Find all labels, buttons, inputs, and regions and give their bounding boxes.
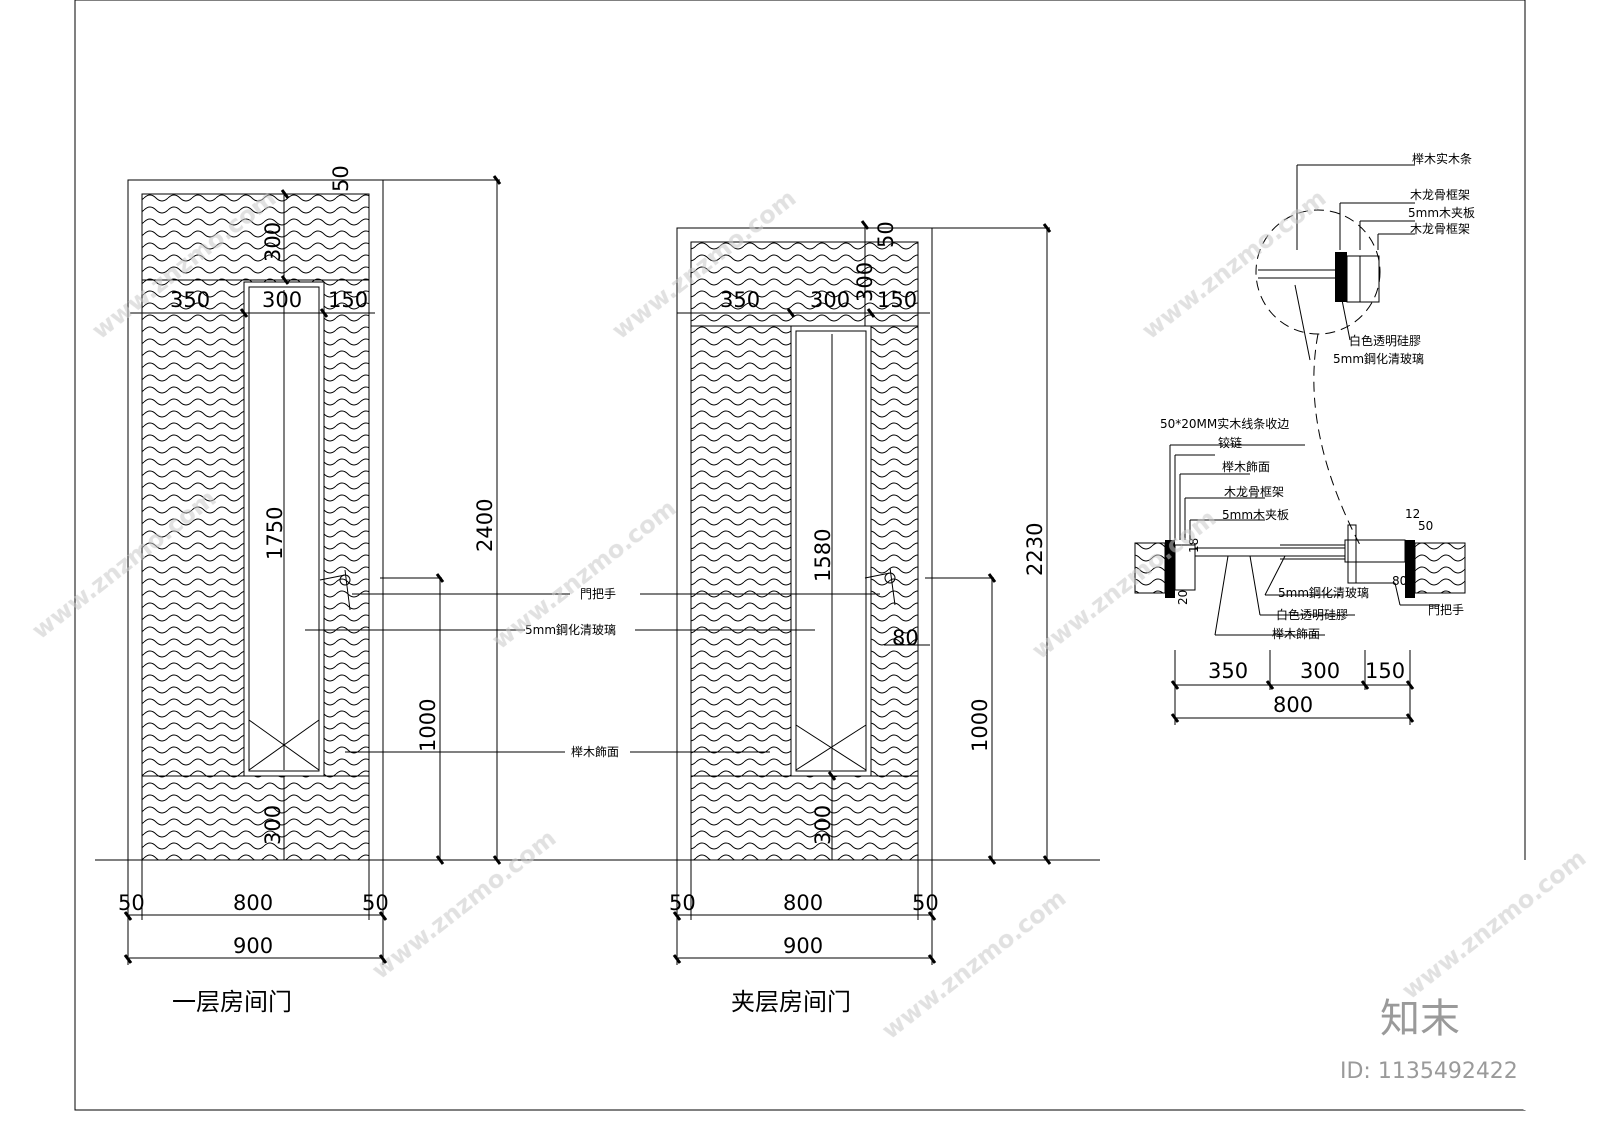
section-veneer2-label: 榉木飾面 [1272,627,1320,641]
section-dim-50: 50 [1418,519,1433,533]
detail-keel-1: 木龙骨框架 [1410,188,1470,202]
shared-leaders [305,593,880,753]
d1-left50-dim: 50 [118,891,145,915]
detail-callout [1255,164,1415,546]
d2-glass-height-dim: 1580 [811,529,835,582]
brand-watermark: 知末 [1380,996,1460,1042]
d1-top-dim: 50 [329,165,353,192]
d1-w900-dim: 900 [233,934,273,958]
d1-panel-top-dim: 300 [261,222,285,262]
d1-w150-dim: 150 [328,288,368,312]
door-1-title: 一层房间门 [172,988,292,1016]
detail-plywood: 5mm木夹板 [1408,206,1475,220]
door-section [1134,444,1466,725]
d2-w150-dim: 150 [877,288,917,312]
label-glass: 5mm鋼化清玻璃 [525,623,616,637]
section-w350-dim: 350 [1208,659,1248,683]
d2-w800-dim: 800 [783,891,823,915]
d1-w800-dim: 800 [233,891,273,915]
d1-glass-height-dim: 1750 [263,507,287,560]
d2-handle-offset-dim: 80 [892,626,919,650]
section-dim-20: 20 [1176,590,1190,605]
section-silicone-label: 白色透明硅膠 [1276,607,1348,622]
watermark-text: www.znzmo.com [366,824,561,985]
door-2-title: 夹层房间门 [731,988,851,1016]
d2-w350-dim: 350 [720,288,760,312]
door-1-elevation [123,175,502,965]
d2-top-dim: 50 [874,221,898,248]
d1-bottom-dim: 300 [261,805,285,845]
drawing-frame [74,0,1526,1111]
d1-handle-height-dim: 1000 [416,699,440,752]
d1-total-height-dim: 2400 [473,499,497,552]
section-veneer-label: 榉木飾面 [1222,460,1270,474]
id-watermark: ID: 1135492422 [1340,1059,1518,1084]
section-keel-label: 木龙骨框架 [1224,485,1284,499]
d1-w300-dim: 300 [262,288,302,312]
d1-right50-dim: 50 [362,891,389,915]
door-2-glass [790,325,872,777]
detail-silicone: 白色透明硅膠 [1349,333,1421,348]
d2-panel-top-dim: 300 [853,262,877,302]
door-2-elevation [672,220,1052,965]
section-hinge-label: 铰链 [1218,435,1242,450]
section-w300-dim: 300 [1300,659,1340,683]
section-dim-18: 18 [1187,538,1201,553]
section-trim-label: 50*20MM实木线条收边 [1160,416,1289,431]
watermark-text: www.znzmo.com [1026,504,1221,665]
d2-right50-dim: 50 [912,891,939,915]
watermark-text: www.znzmo.com [876,884,1071,1045]
d2-left50-dim: 50 [669,891,696,915]
section-dim-80: 80 [1392,574,1407,588]
detail-glass: 5mm鋼化清玻璃 [1333,352,1424,366]
watermark-text: www.znzmo.com [1396,844,1591,1005]
d1-w350-dim: 350 [170,288,210,312]
section-handle-label: 門把手 [1428,603,1464,617]
d2-total-height-dim: 2230 [1023,523,1047,576]
section-w150-dim: 150 [1365,659,1405,683]
section-w800-dim: 800 [1273,693,1313,717]
section-plywood-label: 5mm木夹板 [1222,508,1289,522]
detail-beech-strip: 榉木实木条 [1412,151,1472,166]
d2-handle-height-dim: 1000 [968,699,992,752]
d2-w900-dim: 900 [783,934,823,958]
detail-keel-2: 木龙骨框架 [1410,222,1470,236]
d2-w300-dim: 300 [810,288,850,312]
label-veneer: 榉木飾面 [571,745,619,759]
label-handle: 門把手 [580,587,616,601]
section-glass-label: 5mm鋼化清玻璃 [1278,586,1369,600]
d2-bottom-dim: 300 [811,805,835,845]
section-dim-12: 12 [1405,507,1420,521]
